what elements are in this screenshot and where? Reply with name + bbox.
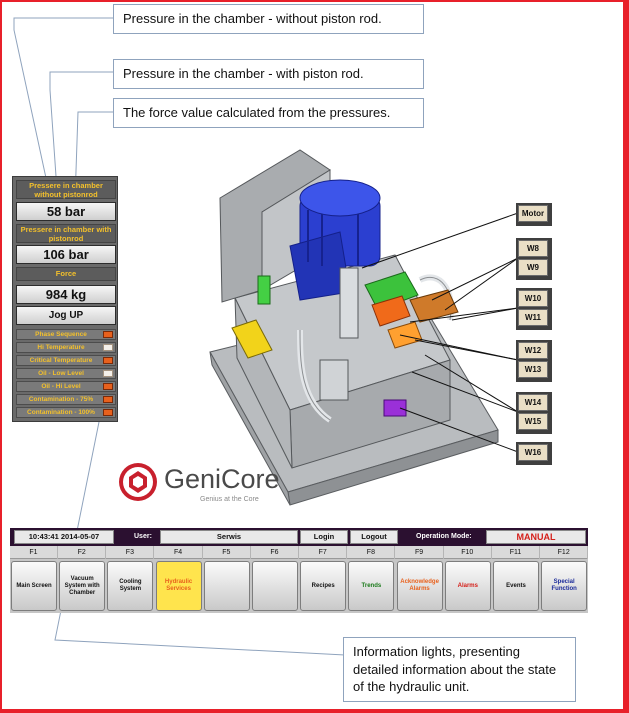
fkey-label-f7: F7 xyxy=(299,546,348,559)
label-force: Force xyxy=(16,267,116,281)
alarm-oil-low-level: Oil - Low Level xyxy=(16,368,116,379)
logout-button[interactable]: Logout xyxy=(350,530,398,544)
fkey-label-f6: F6 xyxy=(251,546,299,559)
softkey-alarms[interactable]: Alarms xyxy=(444,561,491,611)
tag-group-w16: W16 xyxy=(516,442,552,465)
alarm-label: Hi Temperature xyxy=(37,344,85,351)
tag-w9[interactable]: W9 xyxy=(518,259,548,276)
fkey-label-f11: F11 xyxy=(492,546,540,559)
alarm-phase-sequence: Phase Sequence xyxy=(16,329,116,340)
hydraulic-status-panel: Pressere in chamber without pistonrod 58… xyxy=(12,176,118,422)
tag-w15[interactable]: W15 xyxy=(518,413,548,430)
alarm-lamp-icon xyxy=(103,331,113,338)
value-pressure-without-rod: 58 bar xyxy=(16,202,116,221)
operation-mode-value: MANUAL xyxy=(486,530,586,544)
alarm-lamp-icon xyxy=(103,383,113,390)
softkey-events[interactable]: Events xyxy=(493,561,539,611)
value-pressure-with-rod: 106 bar xyxy=(16,245,116,264)
alarm-oil-hi-level: Oil - Hi Level xyxy=(16,381,116,392)
alarm-label: Contamination - 100% xyxy=(27,409,95,416)
softkey-recipes[interactable]: Recipes xyxy=(300,561,347,611)
callout-information-lights: Information lights, presenting detailed … xyxy=(343,637,576,702)
fkey-label-f2: F2 xyxy=(58,546,107,559)
frame-right-edge xyxy=(623,0,629,713)
tag-w10[interactable]: W10 xyxy=(518,290,548,307)
fkey-label-f4: F4 xyxy=(155,546,203,559)
softkey-blank-5[interactable] xyxy=(203,561,250,611)
datetime-display: 10:43:41 2014-05-07 xyxy=(14,530,114,544)
softkey-special-function[interactable]: Special Function xyxy=(541,561,588,611)
softkey-cooling-system[interactable]: Cooling System xyxy=(107,561,154,611)
fkey-label-f10: F10 xyxy=(444,546,492,559)
fkey-label-f5: F5 xyxy=(203,546,251,559)
tag-w8[interactable]: W8 xyxy=(518,240,548,257)
alarm-lamp-icon xyxy=(103,409,113,416)
tag-w11[interactable]: W11 xyxy=(518,309,548,326)
softkey-vacuum-system-with-chamber[interactable]: Vacuum System with Chamber xyxy=(59,561,106,611)
value-force: 984 kg xyxy=(16,285,116,304)
genicore-logo-tagline: Genius at the Core xyxy=(200,496,259,503)
login-button[interactable]: Login xyxy=(300,530,348,544)
callout-force-value: The force value calculated from the pres… xyxy=(113,98,424,128)
callout-pressure-with-rod: Pressure in the chamber - with piston ro… xyxy=(113,59,424,89)
softkey-main-screen[interactable]: Main Screen xyxy=(11,561,57,611)
fkey-label-f9: F9 xyxy=(396,546,444,559)
tag-group-motor: Motor xyxy=(516,203,552,226)
alarm-label: Phase Sequence xyxy=(35,331,87,338)
alarm-hi-temperature: Hi Temperature xyxy=(16,342,116,353)
frame-bottom-edge xyxy=(0,709,629,713)
fkey-label-f3: F3 xyxy=(106,546,155,559)
user-field: Serwis xyxy=(160,530,298,544)
alarm-contamination-75: Contamination - 75% xyxy=(16,394,116,405)
operation-mode-label: Operation Mode: xyxy=(416,533,472,540)
hmi-status-bar: 10:43:41 2014-05-07 User: Serwis Login L… xyxy=(10,528,588,546)
tag-group-w12-w13: W12 W13 xyxy=(516,340,552,382)
hydraulic-unit-illustration xyxy=(209,149,499,506)
genicore-logo-mark-icon xyxy=(119,463,157,501)
alarm-critical-temperature: Critical Temperature xyxy=(16,355,116,366)
tag-group-w8-w9: W8 W9 xyxy=(516,238,552,280)
fkey-label-f8: F8 xyxy=(347,546,396,559)
tag-group-w14-w15: W14 W15 xyxy=(516,392,552,434)
tag-motor[interactable]: Motor xyxy=(518,205,548,222)
softkey-acknowledge-alarms[interactable]: Acknowledge Alarms xyxy=(396,561,443,611)
fkey-label-f1: F1 xyxy=(10,546,58,559)
genicore-logo-name: GeniCore xyxy=(164,464,280,494)
user-label: User: xyxy=(134,533,152,540)
alarm-lamp-icon xyxy=(103,357,113,364)
tag-w14[interactable]: W14 xyxy=(518,394,548,411)
jog-up-button[interactable]: Jog UP xyxy=(16,306,116,325)
tag-group-w10-w11: W10 W11 xyxy=(516,288,552,330)
tag-w16[interactable]: W16 xyxy=(518,444,548,461)
alarm-label: Contamination - 75% xyxy=(28,396,94,403)
tag-w12[interactable]: W12 xyxy=(518,342,548,359)
label-pressure-with-rod: Pressere in chamber with pistonrod xyxy=(16,224,116,243)
tag-leader-lines xyxy=(361,212,519,453)
alarm-lamp-icon xyxy=(103,396,113,403)
softkey-trends[interactable]: Trends xyxy=(348,561,395,611)
alarm-lamp-icon xyxy=(103,370,113,377)
alarm-label: Oil - Low Level xyxy=(38,370,84,377)
softkey-blank-6[interactable] xyxy=(252,561,298,611)
tag-w13[interactable]: W13 xyxy=(518,361,548,378)
callout-leader-lines xyxy=(13,17,346,656)
alarm-label: Oil - Hi Level xyxy=(41,383,81,390)
fkey-label-f12: F12 xyxy=(540,546,589,559)
alarm-contamination-100: Contamination - 100% xyxy=(16,407,116,418)
label-pressure-without-rod: Pressere in chamber without pistonrod xyxy=(16,180,116,199)
alarm-lamp-icon xyxy=(103,344,113,351)
callout-pressure-without-rod: Pressure in the chamber - without piston… xyxy=(113,4,424,34)
alarm-label: Critical Temperature xyxy=(29,357,93,364)
softkey-hydraulic-services[interactable]: Hydraulic Services xyxy=(155,561,202,611)
